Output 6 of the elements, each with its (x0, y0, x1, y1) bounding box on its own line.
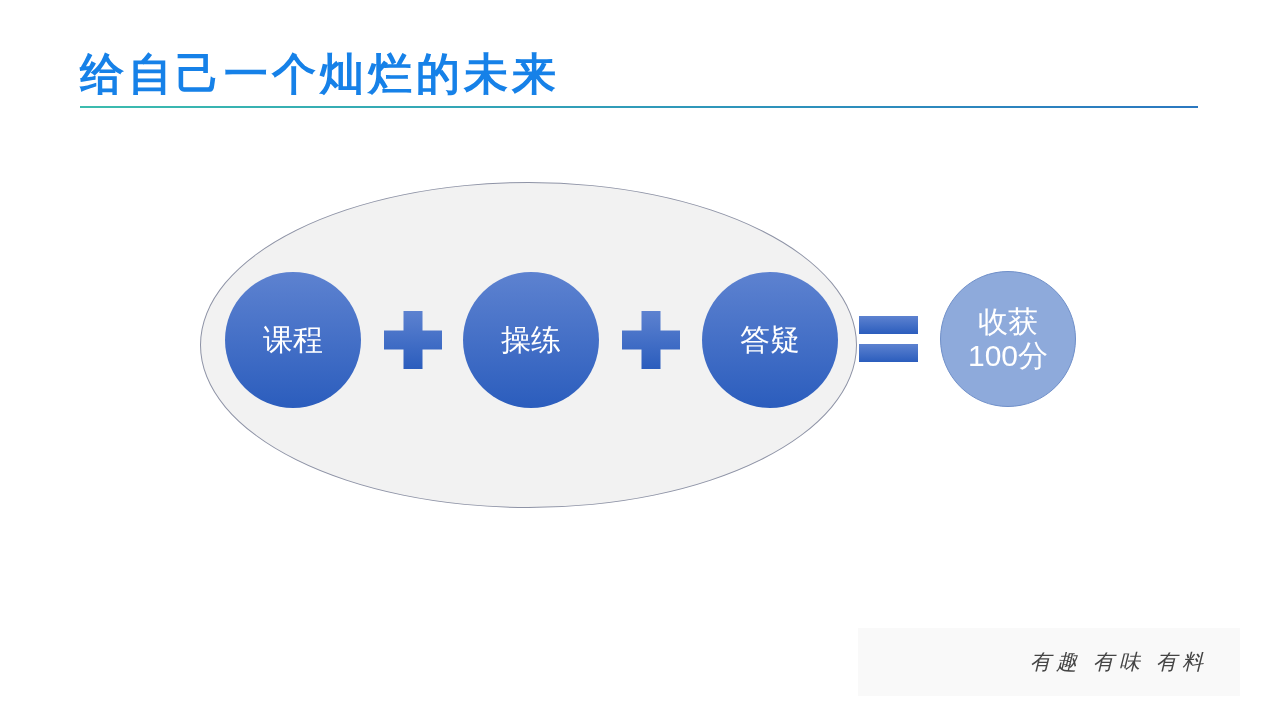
node-label: 课程 (263, 322, 323, 358)
slogan-text: 有趣 有味 有料 (1030, 649, 1208, 676)
node-label: 操练 (501, 322, 561, 358)
node-label: 答疑 (740, 322, 800, 358)
node-label: 收获100分 (966, 304, 1050, 374)
slide-title: 给自己一个灿烂的未来 (80, 48, 560, 100)
